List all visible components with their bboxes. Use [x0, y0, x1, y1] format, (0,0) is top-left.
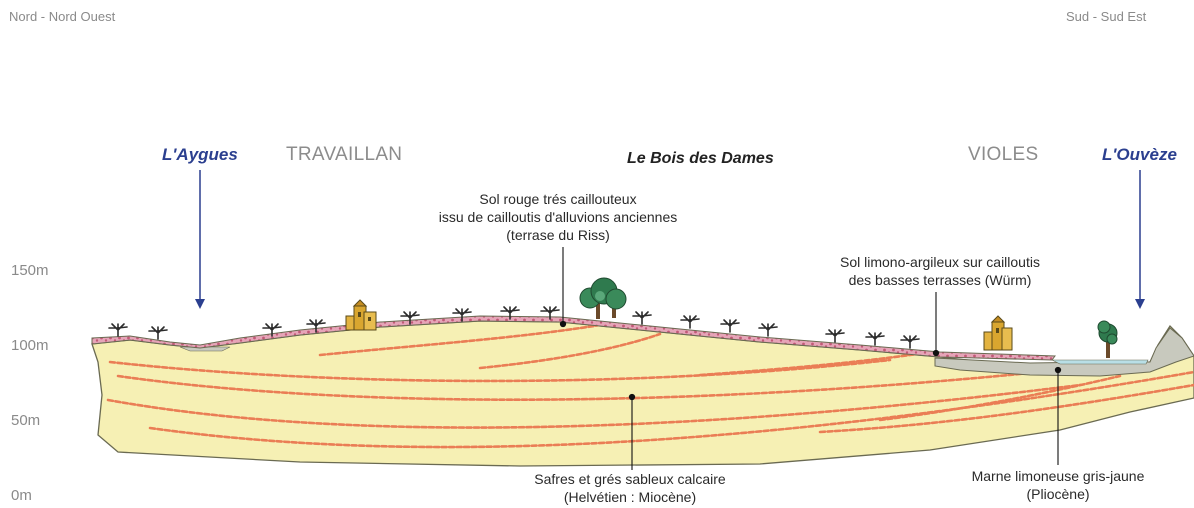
place-travaillan-label: TRAVAILLAN [286, 144, 403, 165]
marne-layer [934, 327, 1194, 377]
place-violes-label: VIOLES [968, 144, 1039, 165]
safres-layer [91, 320, 1194, 467]
vine-icon [500, 306, 520, 320]
annotation-marne-line-2: (Pliocène) [1026, 486, 1090, 502]
annotation-sol-rouge: Sol rouge trés caillouteux issu de caill… [398, 190, 718, 244]
vine-icon [452, 308, 472, 322]
aygues-bed [179, 346, 231, 352]
river-aygues-label: L'Aygues [162, 145, 238, 164]
tree-bois-des-dames-icon [579, 277, 627, 319]
orientation-north-label: Nord - Nord Ouest [9, 9, 116, 24]
altitude-100m-label: 100m [11, 337, 49, 354]
river-ouveze-label: L'Ouvèze [1102, 145, 1177, 164]
annotation-safres-line-2: (Helvétien : Miocène) [563, 489, 697, 505]
orientation-south-label: Sud - Sud Est [1066, 9, 1147, 24]
vines [108, 306, 920, 349]
annotation-safres-line-1: Safres et grés sableux calcaire [534, 471, 726, 487]
place-bois-des-dames-label: Le Bois des Dames [627, 150, 774, 167]
annotation-marne: Marne limoneuse gris-jaune (Pliocène) [938, 467, 1178, 503]
vine-icon [632, 311, 652, 325]
strata-lines [106, 323, 1194, 449]
altitude-50m-label: 50m [11, 412, 41, 429]
vine-icon [400, 311, 420, 325]
tree-ouveze-icon [1097, 320, 1118, 358]
vine-icon [865, 332, 885, 346]
annotation-marne-line-1: Marne limoneuse gris-jaune [971, 468, 1145, 484]
vine-icon [720, 319, 740, 333]
arrow-ouveze-icon [1135, 170, 1145, 309]
village-travaillan-icon [345, 299, 377, 331]
vine-icon [108, 323, 128, 337]
vine-icon [262, 323, 282, 337]
vine-icon [306, 319, 326, 333]
altitude-0m-label: 0m [11, 487, 32, 504]
annotation-sol-limono: Sol limono-argileux sur cailloutis des b… [800, 253, 1080, 289]
ouveze-water [1051, 359, 1149, 365]
altitude-150m-label: 150m [11, 262, 49, 279]
annotation-sol-rouge-line-3: (terrase du Riss) [506, 227, 610, 243]
arrow-aygues-icon [195, 170, 205, 309]
vine-icon [540, 306, 560, 320]
vine-icon [148, 326, 168, 340]
annotation-sol-limono-line-1: Sol limono-argileux sur cailloutis [840, 254, 1040, 270]
vine-icon [825, 329, 845, 343]
annotation-sol-limono-line-2: des basses terrasses (Würm) [848, 272, 1032, 288]
sol-rouge-layer [91, 315, 1056, 361]
leader-lines [559, 247, 1062, 470]
annotation-sol-rouge-line-2: issu de cailloutis d'alluvions anciennes [438, 209, 678, 225]
vine-icon [900, 335, 920, 349]
village-violes-icon [983, 315, 1013, 351]
vine-icon [758, 323, 778, 337]
annotation-safres: Safres et grés sableux calcaire (Helvéti… [500, 470, 760, 506]
vine-icon [680, 315, 700, 329]
annotation-sol-rouge-line-1: Sol rouge trés caillouteux [479, 191, 637, 207]
